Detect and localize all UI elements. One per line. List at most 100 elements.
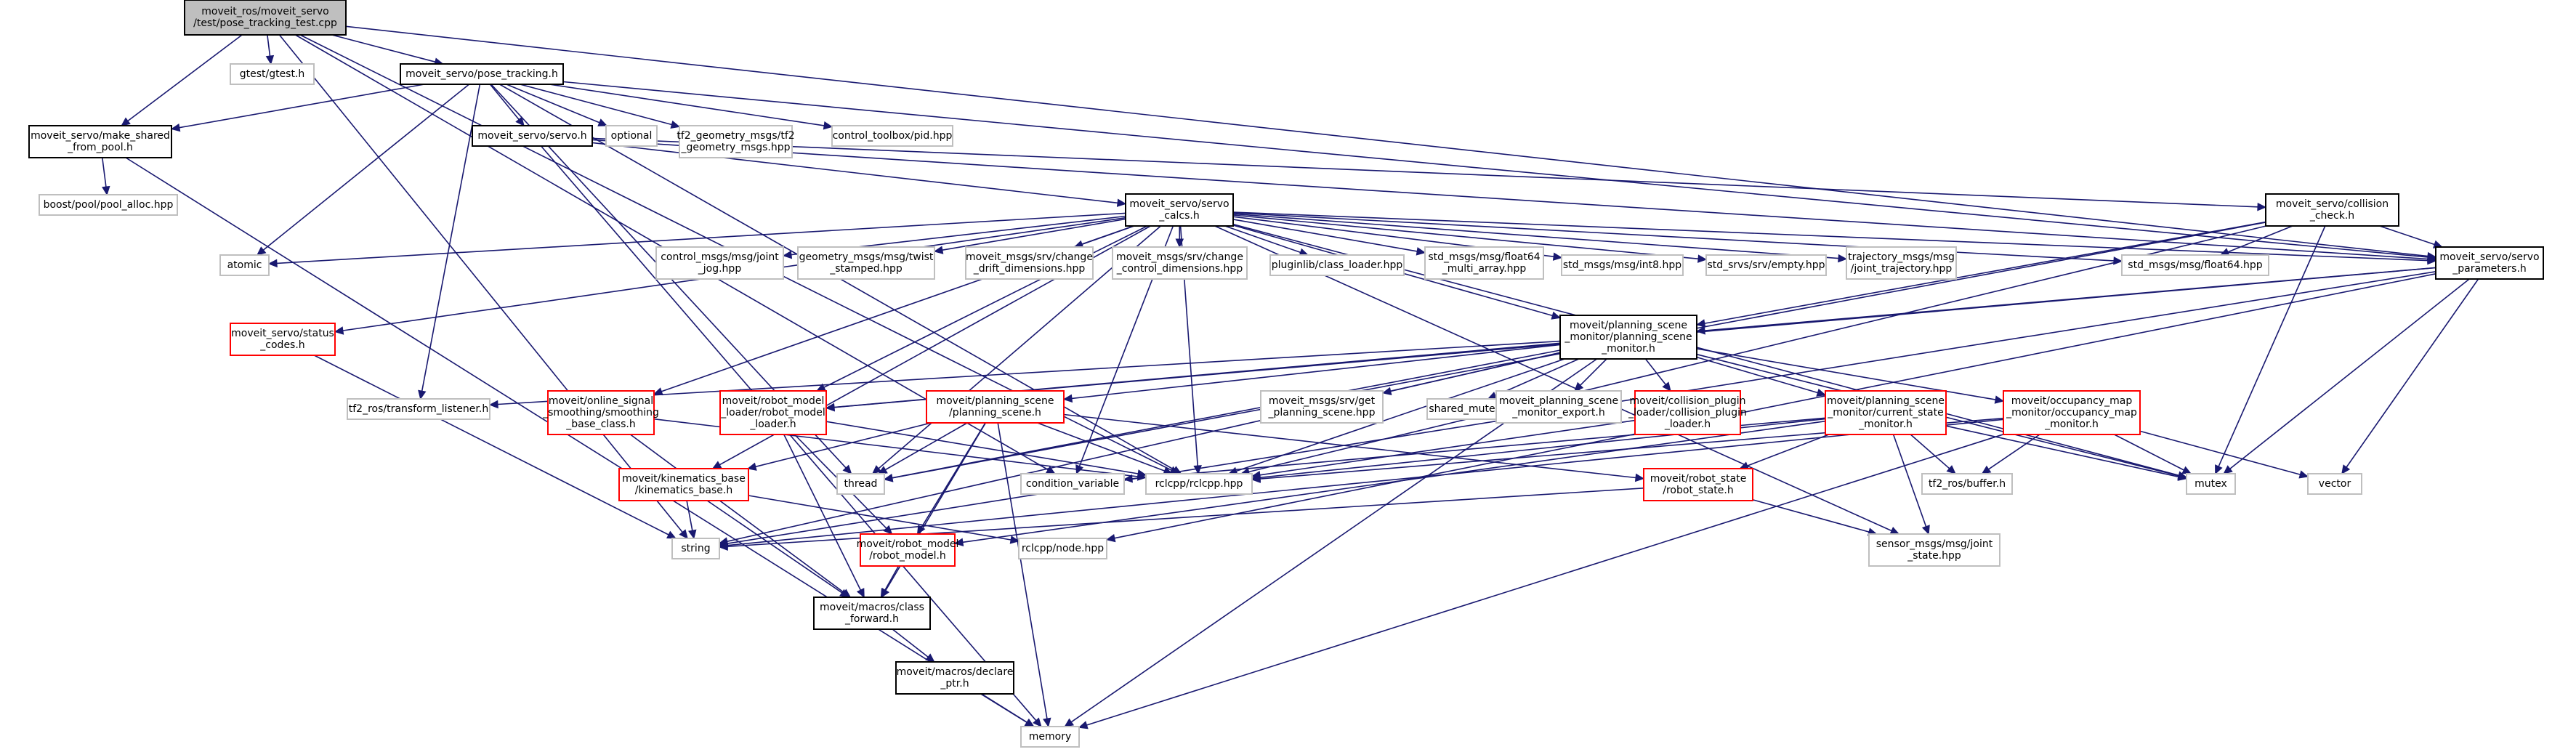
- edge-make_shared-to-memory: [125, 157, 1027, 723]
- node-label-collision_check-0: moveit_servo/collision: [2276, 198, 2389, 210]
- node-label-pool_alloc-0: boost/pool/pool_alloc.hpp: [44, 199, 174, 211]
- arrowhead-pose_tracking-to-tf2_geom: [670, 120, 681, 129]
- arrowhead-occupancy-to-memory: [1078, 721, 1089, 729]
- arrowhead-psm-to-collision_plugin: [1662, 381, 1671, 392]
- node-box-gtest: [230, 63, 315, 85]
- edge-servo_calcs-to-joint_state: [1214, 225, 1892, 532]
- arrowhead-pose_tracking-to-servo_h: [515, 116, 525, 126]
- arrowhead-servo_calcs-to-psm: [1551, 311, 1562, 320]
- node-root[interactable]: moveit_ros/moveit_servo/test/pose_tracki…: [184, 0, 347, 36]
- edge-kinematics-to-string: [686, 500, 693, 531]
- edge-servo_calcs-to-joint_traj: [1232, 213, 1839, 259]
- node-label-memory-0: memory: [1029, 731, 1072, 743]
- edge-robot_state-to-joint_state: [1752, 499, 1870, 533]
- node-condvar: condition_variable: [1020, 473, 1125, 495]
- node-label-robot_state-0: moveit/robot_state: [1650, 473, 1747, 485]
- edge-make_shared-to-pool_alloc: [102, 157, 107, 187]
- node-smoothing[interactable]: moveit/online_signal_smoothing/smoothing…: [542, 390, 659, 435]
- node-label-joint_state-1: _state.hpp: [1907, 550, 1961, 562]
- node-label-occupancy-0: moveit/occupancy_map: [2011, 395, 2133, 407]
- arrowhead-robot_model-to-class_forward: [880, 588, 889, 599]
- arrowhead-servo_h-to-servo_calcs: [1116, 198, 1127, 207]
- node-label-rml-1: _loader/robot_model: [720, 407, 825, 419]
- file-nodes: moveit_ros/moveit_servo/test/pose_tracki…: [28, 0, 2544, 748]
- arrowhead-servo_calcs-to-joint_state: [1889, 526, 1900, 535]
- node-label-thread-0: thread: [844, 478, 878, 490]
- node-label-planning_scene-0: moveit/planning_scene: [936, 395, 1054, 407]
- edge-psm-to-rclcpp: [1236, 358, 1565, 472]
- node-planning_scene[interactable]: moveit/planning_scene/planning_scene.h: [926, 390, 1065, 424]
- node-pid: control_toolbox/pid.hpp: [831, 125, 953, 147]
- node-label-servo_h-0: moveit_servo/servo.h: [477, 130, 586, 142]
- node-csm[interactable]: moveit/planning_scene_monitor/current_st…: [1825, 390, 1947, 435]
- arrowhead-servo_calcs-to-atomic: [267, 259, 278, 268]
- node-declare_ptr[interactable]: moveit/macros/declare_ptr.h: [895, 661, 1014, 695]
- arrowhead-psm-to-occupancy: [1994, 395, 2005, 404]
- node-label-twist-1: _stamped.hpp: [829, 263, 903, 275]
- node-make_shared[interactable]: moveit_servo/make_shared_from_pool.h: [28, 125, 172, 158]
- edge-planning_scene-to-kinematics: [755, 422, 932, 468]
- node-servo_h[interactable]: moveit_servo/servo.h: [472, 125, 593, 147]
- node-label-planning_scene-1: /planning_scene.h: [949, 407, 1041, 419]
- node-label-root-0: moveit_ros/moveit_servo: [201, 6, 329, 17]
- node-collision_check[interactable]: moveit_servo/collision_check.h: [2265, 193, 2399, 227]
- arrowhead-servo_h-to-collision_check: [2257, 203, 2267, 211]
- node-servo_params[interactable]: moveit_servo/servo_parameters.h: [2435, 246, 2544, 280]
- edge-pose_tracking-to-make_shared: [179, 84, 425, 129]
- node-rclcpp: rclcpp/rclcpp.hpp: [1145, 473, 1253, 495]
- arrowhead-collision_check-to-psm: [1695, 319, 1706, 328]
- node-label-node_hpp-0: rclcpp/node.hpp: [1022, 543, 1104, 554]
- node-label-tf2_buffer-0: tf2_ros/buffer.h: [1929, 478, 2006, 490]
- arrowhead-servo_calcs-to-f64multi: [1416, 247, 1426, 256]
- edge-psm-to-tf2_listener: [497, 340, 1561, 405]
- node-status_codes[interactable]: moveit_servo/status_codes.h: [230, 323, 336, 356]
- edge-kinematics-to-node_hpp: [748, 495, 1012, 541]
- dependency-edges: [102, 25, 2479, 729]
- node-kinematics[interactable]: moveit/kinematics_base/kinematics_base.h: [618, 468, 749, 501]
- edge-servo_calcs-to-float64: [1232, 212, 2115, 262]
- node-label-joint_traj-1: /joint_trajectory.hpp: [1851, 263, 1953, 275]
- node-label-string-0: string: [681, 543, 710, 554]
- arrowhead-psm-to-rml: [825, 403, 835, 412]
- node-rml[interactable]: moveit/robot_model_loader/robot_model_lo…: [719, 390, 827, 435]
- node-box-root: [184, 0, 347, 36]
- node-label-psm-0: moveit/planning_scene: [1570, 320, 1687, 331]
- node-label-smoothing-1: _smoothing/smoothing: [542, 407, 659, 419]
- node-f64multi: std_msgs/msg/float64_multi_array.hpp: [1424, 246, 1544, 280]
- node-class_forward[interactable]: moveit/macros/class_forward.h: [813, 597, 931, 630]
- edge-root-to-make_shared: [127, 34, 243, 122]
- node-collision_plugin[interactable]: moveit/collision_plugin_loader/collision…: [1628, 390, 1747, 435]
- node-occupancy[interactable]: moveit/occupancy_map_monitor/occupancy_m…: [2003, 390, 2141, 435]
- node-joint_state: sensor_msgs/msg/joint_state.hpp: [1868, 533, 2000, 567]
- arrowhead-psm-to-planning_scene: [1062, 394, 1073, 403]
- node-robot_state[interactable]: moveit/robot_state/robot_state.h: [1643, 468, 1753, 501]
- node-control_dims: moveit_msgs/srv/change_control_dimension…: [1112, 246, 1248, 280]
- node-box-mutex: [2186, 473, 2236, 495]
- node-thread: thread: [836, 473, 885, 495]
- arrowhead-occupancy-to-mutex: [2181, 466, 2192, 474]
- node-psm[interactable]: moveit/planning_scene_monitor/planning_s…: [1559, 315, 1697, 360]
- edge-occupancy-to-mutex: [2114, 434, 2184, 471]
- node-box-psm: [1559, 315, 1697, 360]
- edge-occupancy-to-tf2_buffer: [1988, 434, 2040, 470]
- node-label-drift-1: _drift_dimensions.hpp: [973, 263, 1086, 275]
- arrowhead-servo_calcs-to-int8: [1552, 252, 1563, 261]
- edge-psm-to-shared_mutex: [1495, 358, 1580, 397]
- node-pose_tracking[interactable]: moveit_servo/pose_tracking.h: [400, 63, 564, 85]
- edge-planning_scene-to-thread: [885, 422, 968, 471]
- arrowhead-servo_calcs-to-empty: [1697, 254, 1708, 263]
- node-label-status_codes-1: _codes.h: [259, 339, 304, 351]
- node-label-joint_jog-0: control_msgs/msg/joint: [661, 251, 779, 263]
- node-tf2_listener: tf2_ros/transform_listener.h: [347, 398, 490, 420]
- node-servo_calcs[interactable]: moveit_servo/servo_calcs.h: [1125, 193, 1234, 227]
- node-robot_model[interactable]: moveit/robot_model/robot_model.h: [857, 533, 959, 567]
- arrowhead-class_forward-to-declare_ptr: [925, 653, 935, 663]
- node-label-tf2_geom-1: _geometry_msgs.hpp: [680, 142, 790, 153]
- node-box-smoothing: [547, 390, 655, 435]
- arrowhead-psm-to-tf2_listener: [488, 400, 498, 409]
- node-label-servo_params-0: moveit_servo/servo: [2439, 251, 2539, 263]
- node-label-control_dims-1: _control_dimensions.hpp: [1116, 263, 1243, 275]
- node-pool_alloc: boost/pool/pool_alloc.hpp: [39, 194, 178, 216]
- arrowhead-make_shared-to-pool_alloc: [102, 185, 110, 196]
- node-box-string: [671, 538, 720, 559]
